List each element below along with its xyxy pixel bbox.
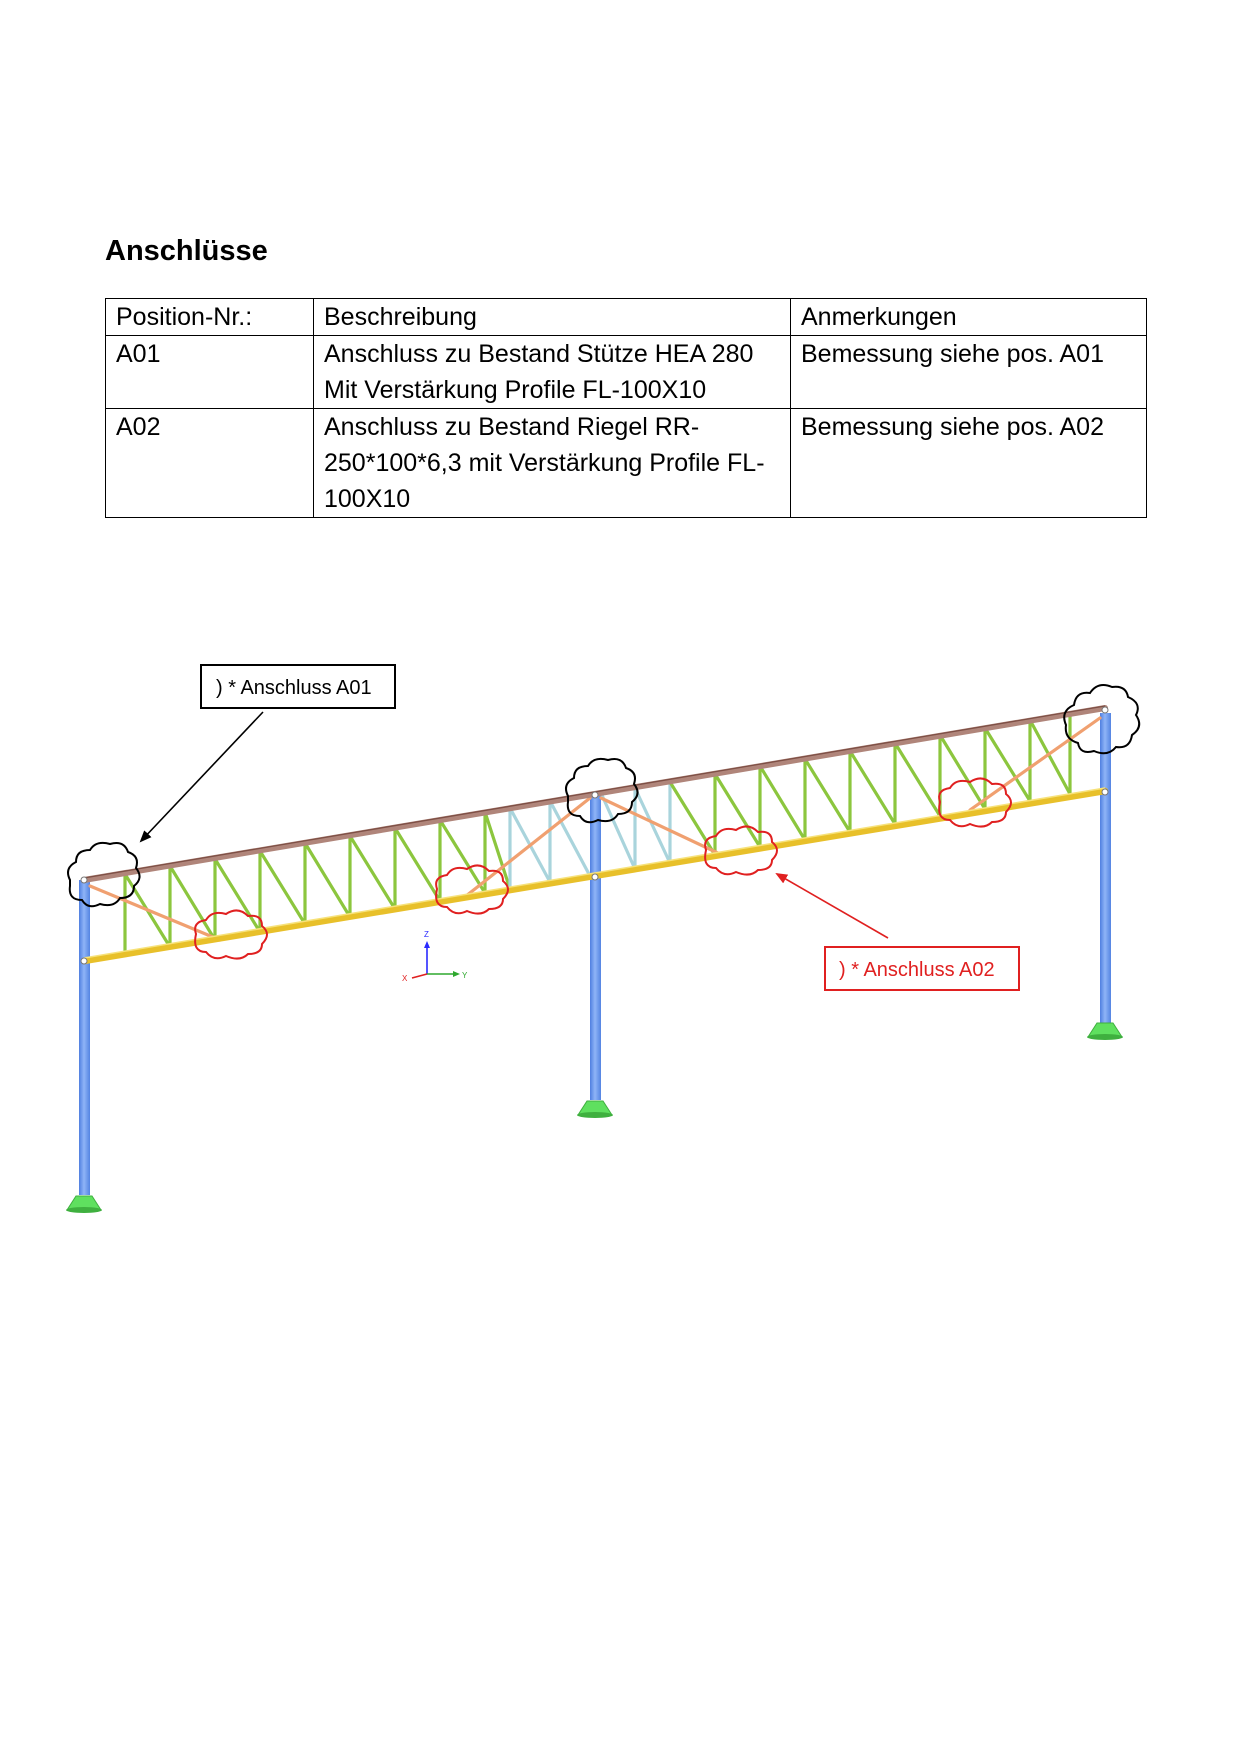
callout-a02: ) * Anschluss A02 (775, 873, 1020, 991)
cloud-a01-middle (565, 757, 639, 824)
cloud-a01-right (1063, 684, 1141, 755)
table-header-row: Position-Nr.: Beschreibung Anmerkungen (105, 298, 1147, 336)
cell-position: A02 (105, 408, 314, 518)
axis-label-x: X (402, 974, 408, 983)
column-right (1100, 713, 1111, 1023)
truss-web (88, 711, 1072, 957)
cloud-a02-4 (938, 777, 1012, 828)
joint-nodes (80, 706, 1109, 965)
cell-description: Anschluss zu Bestand Riegel RR-250*100*6… (313, 408, 791, 518)
table-row: A02 Anschluss zu Bestand Riegel RR-250*1… (105, 408, 1147, 518)
cloud-markers-a02 (194, 777, 1012, 960)
cell-position: A01 (105, 335, 314, 409)
cloud-a02-2 (435, 864, 509, 915)
supports (66, 1022, 1123, 1213)
cloud-a01-left (67, 841, 141, 908)
cloud-a02-1 (194, 909, 268, 960)
column-header-position: Position-Nr.: (105, 298, 314, 336)
diagonal-braces (88, 716, 1102, 942)
axis-label-z: Z (424, 930, 429, 939)
cell-remark: Bemessung siehe pos. A01 (790, 335, 1147, 409)
callout-a01: ) * Anschluss A01 (139, 664, 396, 843)
cell-remark: Bemessung siehe pos. A02 (790, 408, 1147, 518)
callout-a01-label: ) * Anschluss A01 (216, 677, 372, 699)
table-row: A01 Anschluss zu Bestand Stütze HEA 280 … (105, 335, 1147, 409)
callout-a02-arrow (775, 873, 889, 939)
connections-table: Position-Nr.: Beschreibung Anmerkungen A… (105, 298, 1147, 518)
callout-a01-arrow (139, 711, 264, 843)
axis-label-y: Y (462, 971, 468, 980)
column-middle (590, 795, 601, 1100)
callout-a02-label: ) * Anschluss A02 (839, 959, 995, 981)
cloud-a02-3 (704, 825, 778, 876)
cell-description: Anschluss zu Bestand Stütze HEA 280 Mit … (313, 335, 791, 409)
column-header-remarks: Anmerkungen (790, 298, 1147, 336)
page-title: Anschlüsse (105, 235, 268, 267)
structural-drawing: ) * Anschluss A01 ) * Anschluss A02 Z Y … (0, 640, 1240, 1240)
column-left (79, 880, 90, 1195)
column-header-description: Beschreibung (313, 298, 791, 336)
cloud-markers-a01 (67, 684, 1141, 908)
columns (79, 713, 1111, 1195)
axis-triad: Z Y X (402, 930, 468, 983)
